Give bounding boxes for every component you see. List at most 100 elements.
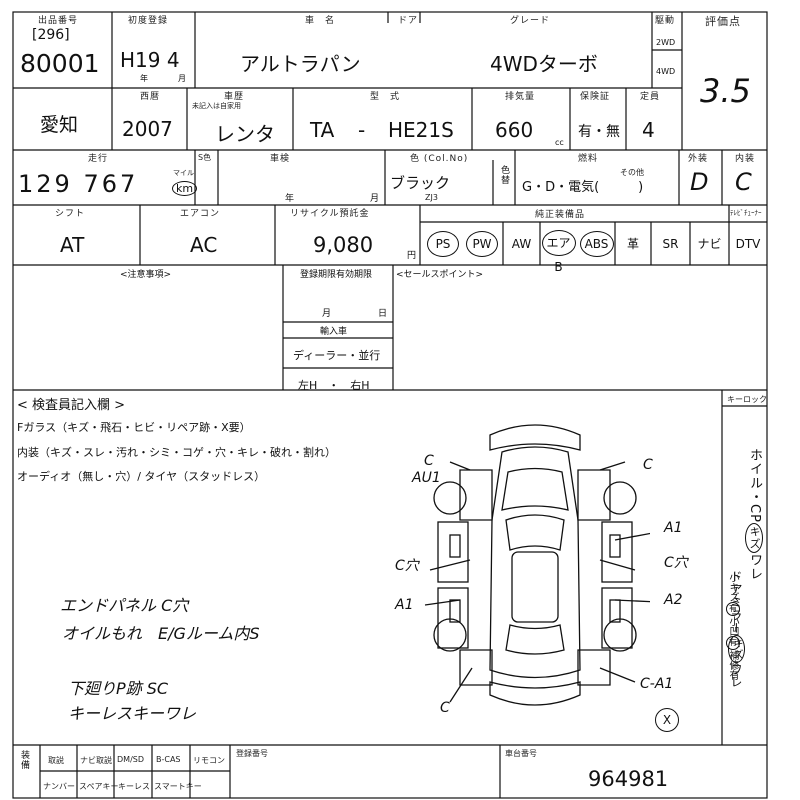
color-value: ブラック (390, 174, 451, 192)
car-name-label: 車 名 (305, 16, 336, 26)
equipment-leather: 革 (626, 237, 639, 251)
fuel-label: 燃料 (578, 154, 599, 164)
handwritten-note-3: 下廻りP跡 SC (68, 679, 169, 698)
mark-rear-left: C (440, 700, 450, 716)
displacement-value: 660 (495, 118, 534, 142)
equipment-airbag: エアB (540, 230, 577, 274)
lot-number: 80001 (20, 49, 100, 78)
footer-remote: リモコン (193, 756, 225, 765)
chassis-label: 車台番号 (505, 749, 537, 758)
interior-label: 内装 (735, 154, 756, 164)
lot-small-number: [296] (32, 27, 70, 43)
attention-label: <注意事項> (120, 270, 172, 280)
interior-line: 内装（キズ・スレ・汚れ・シミ・コゲ・穴・キレ・破れ・割れ） (17, 446, 336, 459)
mark-circled-x: X (655, 708, 679, 732)
reg-day-suffix: 日 (378, 309, 388, 319)
insurance-value: 有・無 (578, 124, 620, 140)
color-code: ZJ3 (425, 193, 438, 202)
tv-tuner-label: ﾃﾚﾋﾞﾁｭｰﾅｰ (730, 209, 762, 217)
exterior-label: 外装 (688, 154, 709, 164)
drive-4wd: 4WD (656, 67, 676, 76)
mark-front-left-au1: AU1 (412, 470, 441, 486)
handwritten-note-4: キーレスキーワレ (68, 704, 197, 723)
shift-value: AT (60, 233, 85, 257)
windshield-line: Fガラス（キズ・飛石・ヒビ・リペア跡・X要） (17, 421, 251, 434)
equipment-pw: PW (464, 230, 500, 258)
aircon-value: AC (190, 233, 218, 257)
usage-value: レンタ (215, 122, 275, 146)
equipment-abs: ABS (578, 230, 615, 258)
exterior-grade: D (690, 168, 709, 196)
equipment-label: 純正装備品 (535, 210, 586, 220)
grade-label: グレード (510, 16, 551, 26)
mile-unit: マイル (173, 169, 194, 177)
fuel-other-label: その他 (620, 168, 644, 177)
side-wheel-text: ホイル・CPキズワレ (745, 448, 763, 581)
equipment-aw: AW (511, 237, 532, 251)
key-lock-label: キーロック (727, 395, 767, 404)
equipment-ps: PS (425, 230, 461, 258)
capacity-value: 4 (642, 118, 655, 142)
inspection-year-suffix: 年 (285, 194, 295, 204)
score-value: 3.5 (700, 72, 751, 110)
mark-right-side: C穴 (664, 555, 688, 571)
handwritten-note-2: オイルもれ E/Gルーム内S (62, 624, 260, 643)
sales-point-label: <セールスポイント> (396, 270, 484, 280)
side-small-items: 小キズ 有 小凹 有 補修有 (726, 572, 740, 680)
model-year: 2007 (122, 117, 173, 141)
shift-label: シフト (55, 209, 86, 219)
model-code: HE21S (388, 118, 454, 142)
footer-manual: 取説 (48, 756, 64, 765)
handwritten-note-1: エンドパネル C穴 (60, 596, 189, 615)
mark-front-right-c: C (643, 457, 653, 473)
door-label: ドア (398, 16, 419, 26)
model-prefix: TA (310, 118, 335, 142)
color-change-label: 色替 (499, 165, 509, 185)
footer-bcas: B-CAS (156, 755, 181, 764)
model-code-label: 型 式 (370, 92, 401, 102)
car-damage-diagram (424, 424, 650, 706)
car-name: アルトラパン (240, 52, 361, 76)
month-suffix: 月 (178, 74, 186, 83)
mark-right-upper: A1 (664, 520, 683, 536)
reg-deadline-label: 登録期限有効期限 (300, 270, 373, 280)
yen-unit: 円 (407, 251, 417, 261)
color-label: 色 (Col.No) (410, 154, 469, 164)
usage-sub-label: 未記入は自家用 (192, 102, 241, 110)
mark-front-left-c: C (424, 453, 434, 469)
interior-grade: C (735, 168, 752, 196)
usage-label: 車歴 (224, 92, 245, 102)
capacity-label: 定員 (640, 92, 661, 102)
mark-rear-right: C-A1 (640, 676, 674, 692)
footer-keyless: キーレス (118, 782, 150, 791)
recycle-value: 9,080 (313, 233, 374, 257)
year-suffix: 年 (140, 74, 148, 83)
goods-label: 装備 (19, 750, 29, 770)
drive-label: 駆動 (655, 16, 676, 26)
first-reg-label: 初度登録 (128, 16, 169, 26)
mark-right-lower: A2 (664, 592, 683, 608)
aircon-label: エアコン (180, 209, 221, 219)
fuel-value: G・D・電気( ) (522, 180, 644, 195)
import-label: 輸入車 (320, 327, 348, 337)
inspector-title: < 検査員記入欄 > (17, 398, 126, 413)
lot-label: 出品番号 (38, 16, 79, 26)
handle-side: 左H ・ 右H (298, 379, 370, 392)
first-reg-value: H19 4 (120, 48, 180, 72)
equipment-navi: ナビ (697, 237, 722, 251)
meter-label: S色 (198, 153, 212, 162)
footer-navi-manual: ナビ取説 (80, 756, 112, 765)
mileage-label: 走行 (88, 154, 109, 164)
equipment-dtv: DTV (735, 237, 761, 251)
inspection-label: 車検 (270, 154, 291, 164)
audio-tire-line: オーディオ（無し・穴）/ タイヤ（スタッドレス） (17, 470, 266, 483)
footer-spare-key: スペアキー (79, 782, 119, 791)
reg-month-suffix: 月 (322, 309, 332, 319)
equipment-sunroof: SR (662, 237, 679, 251)
displacement-label: 排気量 (505, 92, 536, 102)
year-label: 西暦 (140, 92, 161, 102)
dealer-parallel: ディーラー・並行 (293, 349, 381, 362)
cc-unit: cc (555, 138, 564, 147)
